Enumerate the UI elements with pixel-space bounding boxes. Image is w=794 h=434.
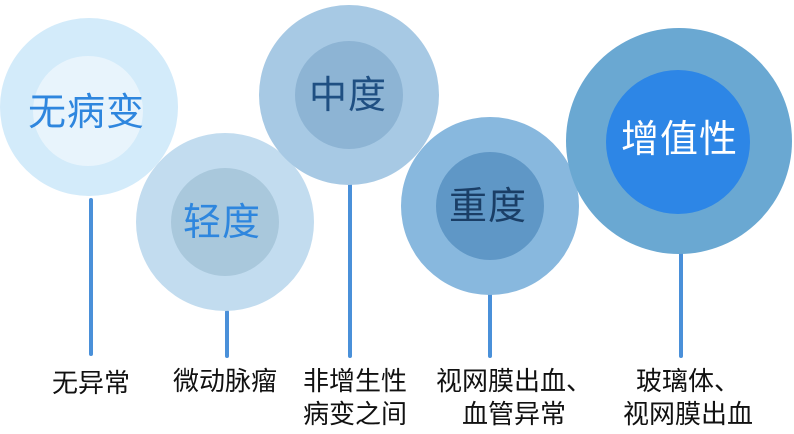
stage-3-description-line-2: 病变之间 [302, 400, 407, 430]
stage-2-label: 轻度 [183, 200, 262, 244]
stage-1-inner-circle [33, 56, 143, 166]
stage-1-label: 无病变 [28, 90, 146, 134]
stage-2-inner-circle [171, 168, 279, 276]
stage-4-description: 视网膜出血、 血管异常 [428, 366, 600, 432]
stage-4-connector [488, 292, 492, 358]
stage-5-connector [679, 250, 683, 358]
stage-3-label: 中度 [309, 73, 388, 117]
stage-1-connector [89, 198, 93, 356]
stage-4-description-line-2: 血管异常 [461, 400, 566, 430]
stage-2-connector [225, 310, 229, 358]
stage-3-connector [348, 182, 352, 358]
stage-5-label: 增值性 [621, 117, 739, 161]
stage-5-description-line-1: 玻璃体、 [635, 367, 740, 397]
stage-3-inner-circle [295, 41, 403, 149]
stage-2-description-line-1: 微动脉瘤 [172, 367, 277, 397]
stage-4-description-line-1: 视网膜出血、 [435, 367, 592, 397]
stage-3-description: 非增生性 病变之间 [290, 366, 420, 432]
stage-3-description-line-1: 非增生性 [302, 367, 407, 397]
stage-5-description-line-2: 视网膜出血 [622, 400, 753, 430]
stage-4-label: 重度 [449, 184, 528, 228]
stage-2-description: 微动脉瘤 [160, 366, 290, 399]
stage-1-description-line-1: 无异常 [51, 369, 130, 399]
stage-5-inner-circle [606, 70, 750, 214]
stage-1-description: 无异常 [36, 368, 146, 401]
stage-5-description: 玻璃体、 视网膜出血 [608, 366, 768, 432]
stage-4-inner-circle [436, 152, 544, 260]
